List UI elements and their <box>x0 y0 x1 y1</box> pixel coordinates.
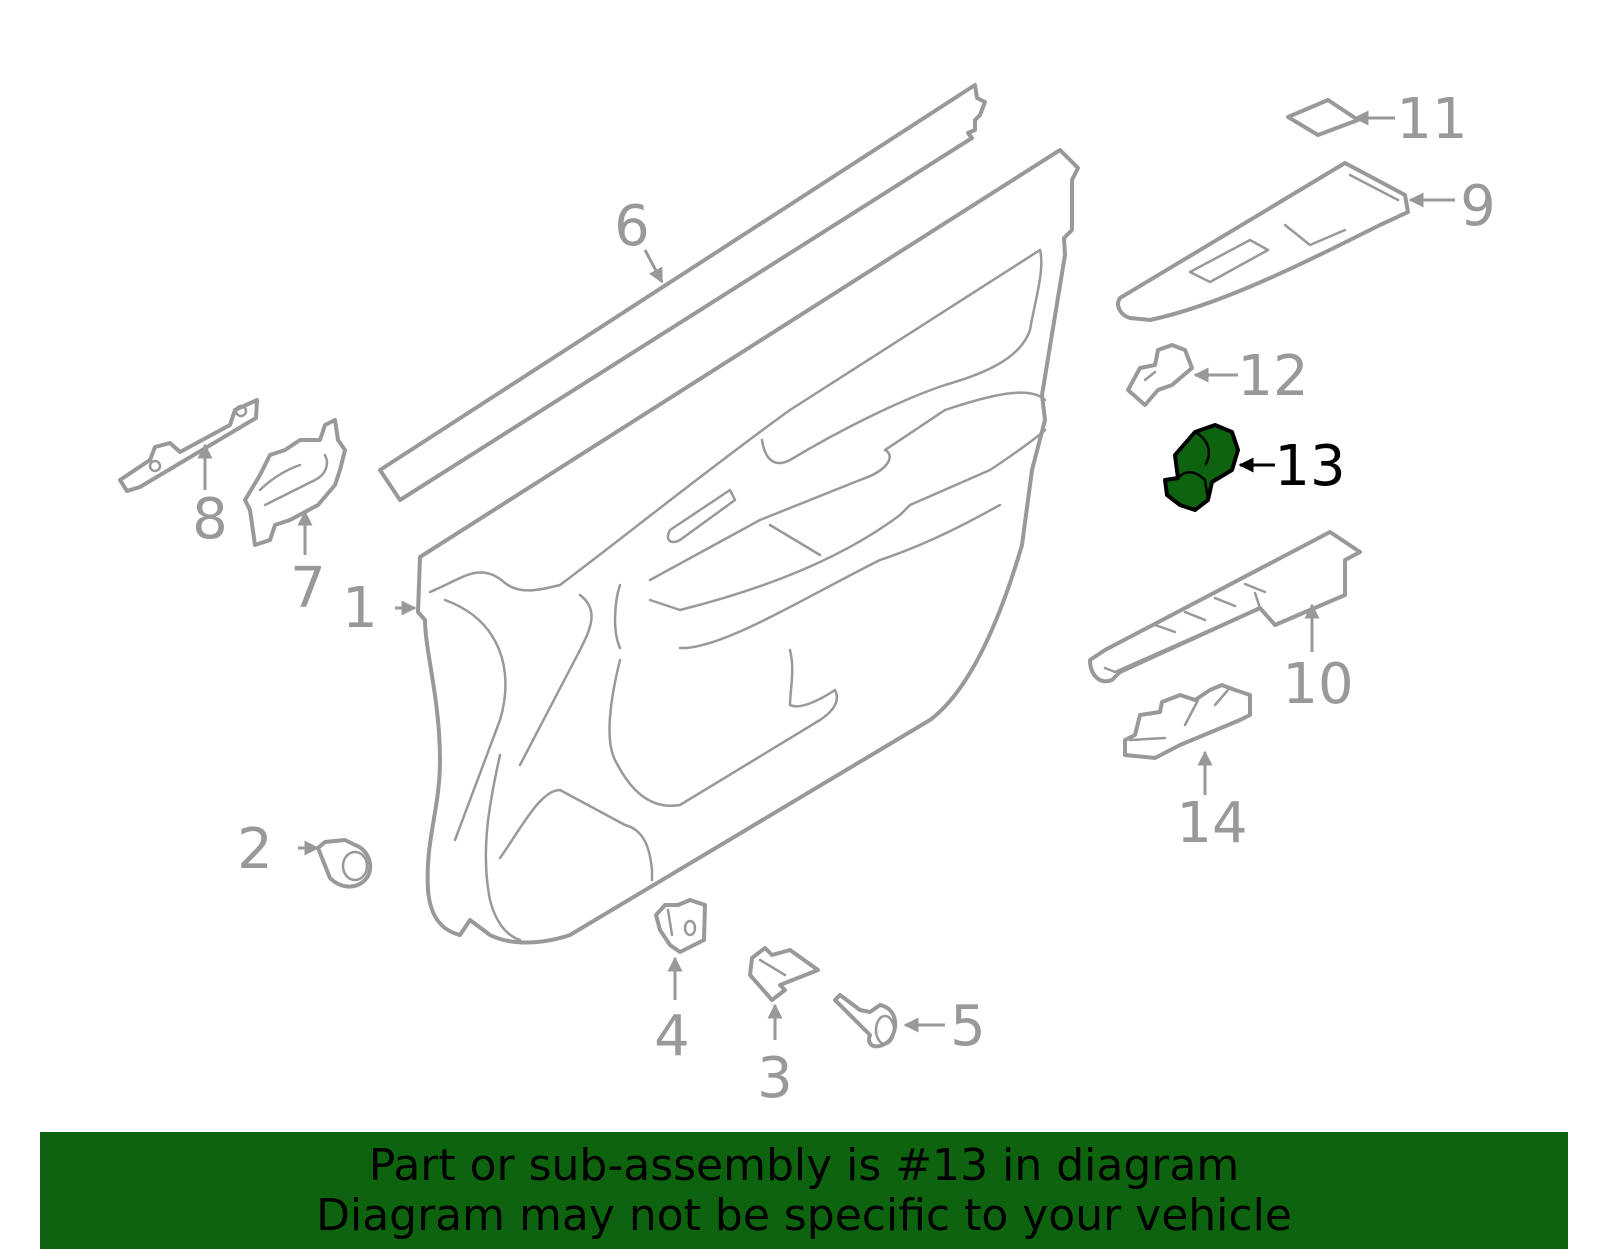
callout-8: 8 <box>192 443 228 552</box>
callout-5: 5 <box>903 994 986 1059</box>
callout-9: 9 <box>1408 174 1496 239</box>
callout-6-label: 6 <box>614 194 650 259</box>
callout-14-label: 14 <box>1176 791 1247 856</box>
part-14-window-switch[interactable] <box>1123 683 1252 760</box>
callout-14: 14 <box>1176 750 1248 856</box>
part-8-bracket[interactable] <box>118 398 259 493</box>
callout-11-label: 11 <box>1396 87 1467 152</box>
callout-3: 3 <box>757 1003 793 1111</box>
callout-6: 6 <box>614 194 664 284</box>
callout-7: 7 <box>290 510 326 621</box>
callout-1: 1 <box>342 576 417 641</box>
callout-9-label: 9 <box>1460 174 1496 239</box>
callout-11: 11 <box>1353 87 1468 152</box>
part-9-switch-bezel[interactable] <box>1116 161 1410 322</box>
part-10-switch-panel[interactable] <box>1088 530 1362 684</box>
callout-8-label: 8 <box>192 487 228 552</box>
callout-1-label: 1 <box>342 576 378 641</box>
part-7-inside-handle[interactable] <box>243 418 347 547</box>
callout-2: 2 <box>237 817 320 882</box>
callout-7-label: 7 <box>290 556 326 621</box>
callout-2-label: 2 <box>237 817 273 882</box>
banner-line-2: Diagram may not be specific to your vehi… <box>316 1189 1292 1241</box>
callout-13: 13 <box>1238 434 1346 499</box>
part-12-switch[interactable] <box>1126 343 1194 407</box>
callout-3-label: 3 <box>757 1046 793 1111</box>
part-13-highlighted[interactable] <box>1163 423 1240 512</box>
part-11-pad[interactable] <box>1286 98 1360 137</box>
part-4-clip[interactable] <box>654 898 707 954</box>
callout-10: 10 <box>1282 603 1354 717</box>
part-3-clip[interactable] <box>748 946 820 1002</box>
callout-12-label: 12 <box>1237 344 1308 409</box>
info-banner: Part or sub-assembly is #13 in diagram D… <box>40 1132 1568 1249</box>
callout-4: 4 <box>654 956 690 1069</box>
callout-4-label: 4 <box>654 1004 690 1069</box>
banner-line-1: Part or sub-assembly is #13 in diagram <box>368 1139 1240 1191</box>
callout-5-label: 5 <box>950 994 986 1059</box>
callout-12: 12 <box>1193 344 1309 409</box>
part-6-belt-molding[interactable] <box>378 83 987 502</box>
callout-10-label: 10 <box>1282 652 1353 717</box>
part-1-door-trim-panel[interactable] <box>416 148 1080 945</box>
part-2-clip[interactable] <box>316 838 373 889</box>
callout-13-label: 13 <box>1274 434 1345 499</box>
part-5-screw[interactable] <box>833 993 898 1049</box>
